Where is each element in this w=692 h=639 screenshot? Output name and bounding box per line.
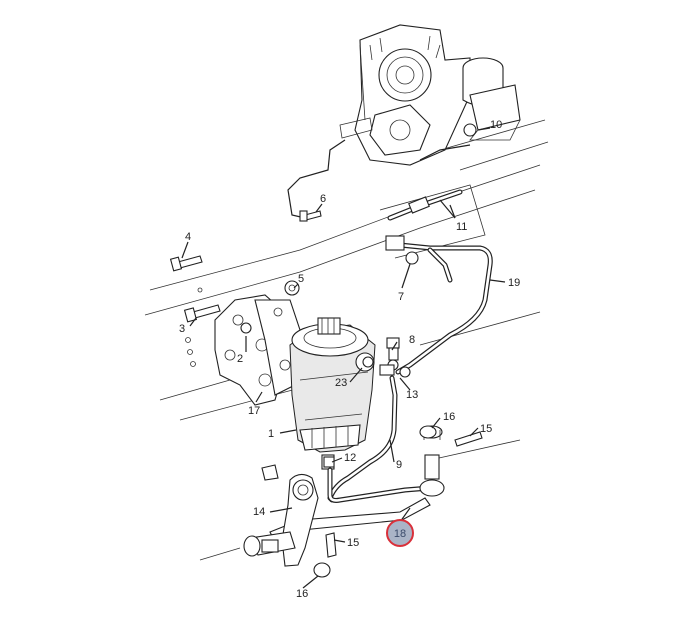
callout-13[interactable]: 13 <box>406 389 418 401</box>
callout-6[interactable]: 6 <box>320 193 326 205</box>
return-line-19 <box>385 235 493 375</box>
callout-15-upper[interactable]: 15 <box>480 423 492 435</box>
callout-16-upper[interactable]: 16 <box>443 411 455 423</box>
engine-assembly <box>287 24 521 219</box>
callout-18[interactable]: 18 <box>394 528 406 540</box>
callout-14[interactable]: 14 <box>253 506 265 518</box>
callout-19[interactable]: 19 <box>508 277 520 289</box>
callout-10[interactable]: 10 <box>490 119 502 131</box>
mounting-bracket <box>185 287 301 406</box>
callout-9[interactable]: 9 <box>396 459 402 471</box>
callout-7[interactable]: 7 <box>398 291 404 303</box>
callout-15-lower[interactable]: 15 <box>347 537 359 549</box>
bolts <box>169 123 477 323</box>
callout-labels: 1 2 3 4 5 6 7 8 9 10 11 12 13 14 15 15 1… <box>179 119 520 600</box>
pressure-pipe-9 <box>327 375 433 503</box>
pitman-arm-14 <box>243 425 483 578</box>
callout-5[interactable]: 5 <box>298 273 304 285</box>
steering-gearbox <box>289 317 376 470</box>
callout-2[interactable]: 2 <box>237 353 243 365</box>
callout-23[interactable]: 23 <box>335 377 347 389</box>
callout-3[interactable]: 3 <box>179 323 185 335</box>
callout-17[interactable]: 17 <box>248 405 260 417</box>
callout-11[interactable]: 11 <box>456 221 467 233</box>
fittings <box>323 337 411 468</box>
hose-11-assembly <box>387 189 463 221</box>
leader-lines <box>181 127 506 589</box>
callout-12[interactable]: 12 <box>344 452 356 464</box>
callout-1[interactable]: 1 <box>268 428 274 440</box>
callout-18-ring <box>386 519 414 547</box>
callout-4[interactable]: 4 <box>185 231 191 243</box>
callout-16-lower[interactable]: 16 <box>296 588 308 600</box>
callout-8[interactable]: 8 <box>409 334 415 346</box>
callout-18-highlight[interactable]: 18 <box>386 519 414 547</box>
